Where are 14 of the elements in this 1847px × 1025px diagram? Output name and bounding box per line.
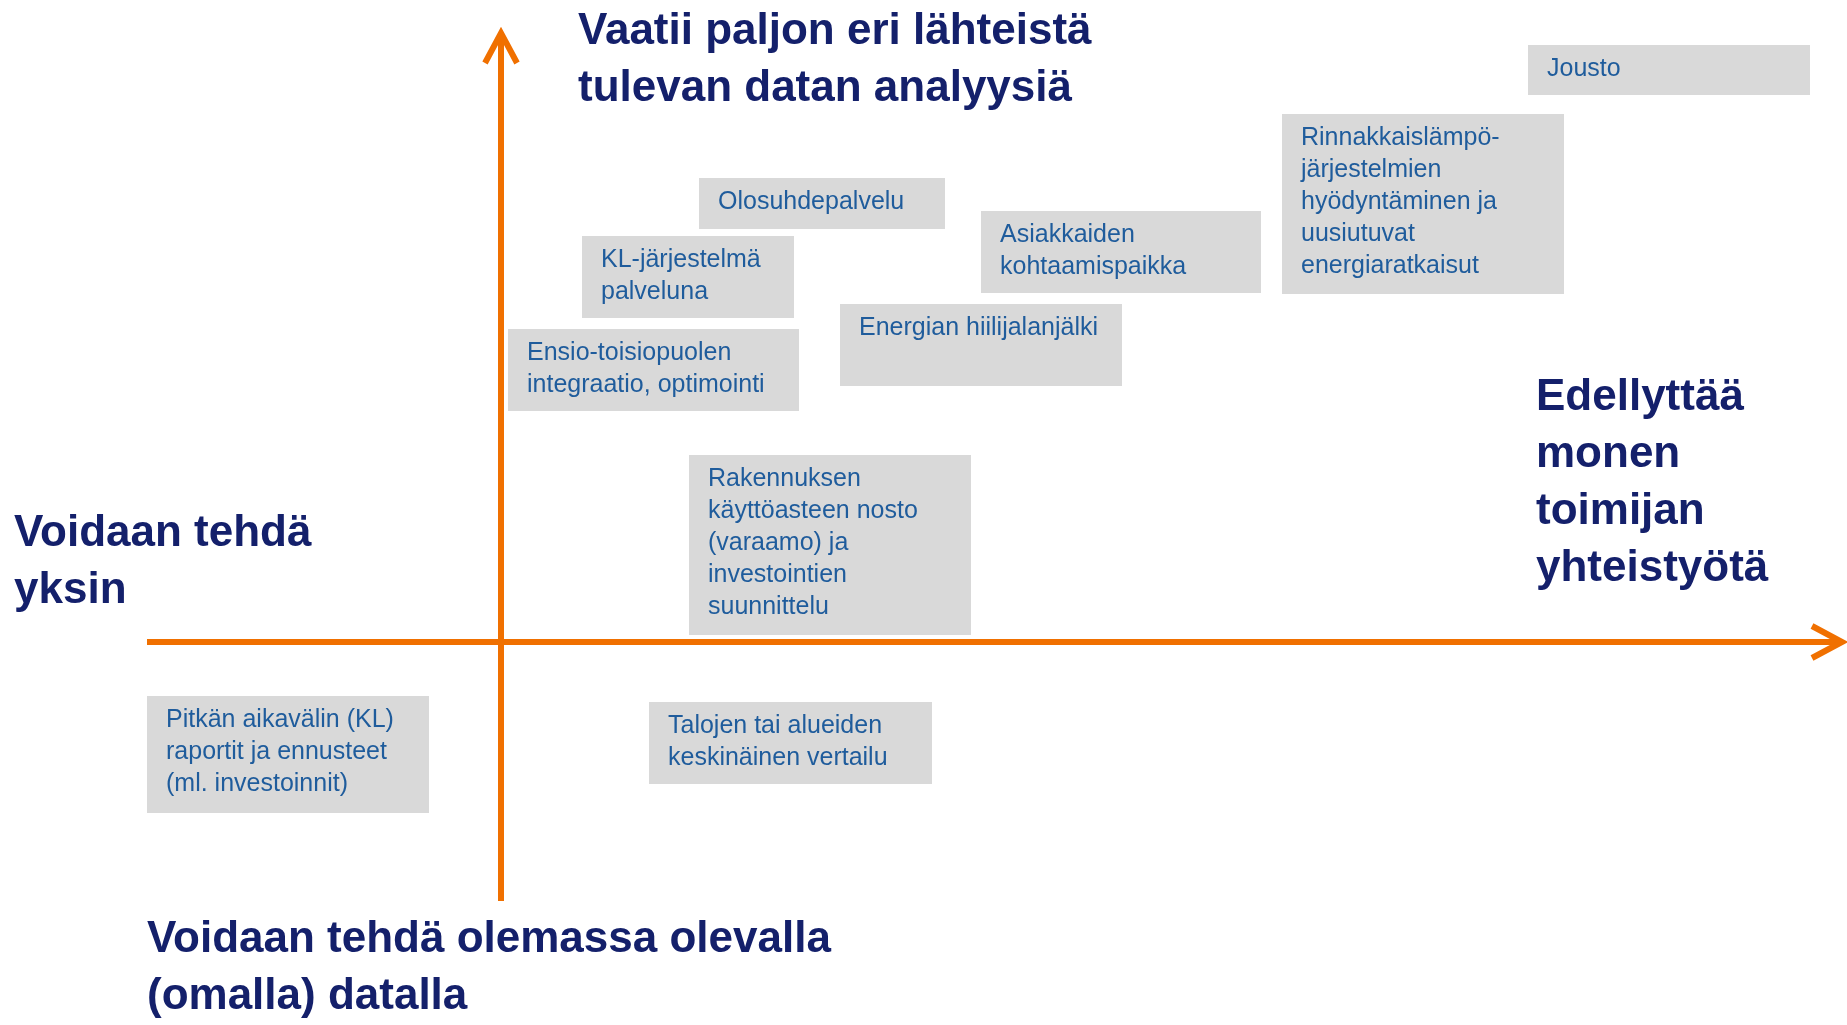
text-box: Rinnakkaislämpö-järjestelmien hyödyntäminen ja uusiutuvat energiaratkaisut [1282,114,1564,294]
right-axis-label: Edellyttää monen toimijan yhteistyötä [1536,369,1770,592]
text-box: Talojen tai alueiden keskinäinen vertailu [649,702,932,784]
text-box: Rakennuksen käyttöasteen nosto (varaamo) ja investointien suunnittelu [689,455,971,635]
text-box: Pitkän aikavälin (KL) raportit ja ennusteet (ml. investoinnit) [147,696,429,813]
text-box: Asiakkaiden kohtaamispaikka [981,211,1261,293]
text-box: Olosuhdepalvelu [699,178,945,229]
bottom-axis-label: Voidaan tehdä olemassa olevalla (omalla) datalla [147,911,833,1020]
text-box: Ensio-toisiopuolen integraatio, optimointi [508,329,799,411]
top-axis-label: Vaatii paljon eri lähteistä tulevan datan analyysiä [578,3,1093,112]
text-box: Energian hiilijalanjälki [840,304,1122,386]
left-axis-label: Voidaan tehdä yksin [14,505,313,614]
text-box: Jousto [1528,45,1810,95]
text-box: KL-järjestelmä palveluna [582,236,794,318]
